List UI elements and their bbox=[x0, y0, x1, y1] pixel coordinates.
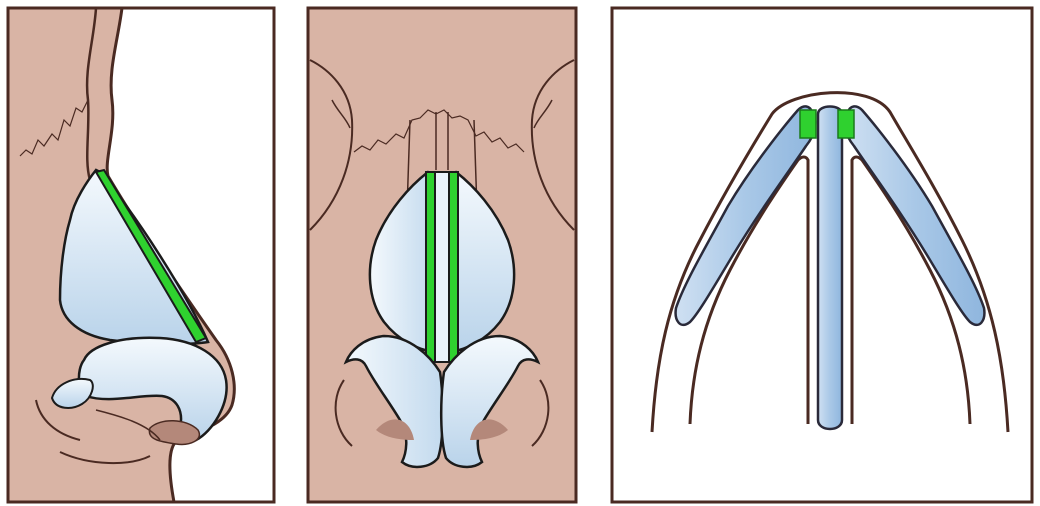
panel-lateral bbox=[8, 8, 274, 502]
frontal-spreader-graft-left bbox=[426, 172, 435, 362]
cross-spreader-graft-right bbox=[838, 110, 854, 138]
frontal-spreader-graft-right bbox=[449, 172, 458, 362]
cross-spreader-graft-left bbox=[800, 110, 816, 138]
frontal-septum bbox=[435, 172, 449, 362]
panel-frontal bbox=[308, 8, 576, 502]
cross-septum bbox=[818, 107, 842, 430]
panel-cross-section bbox=[612, 8, 1032, 502]
